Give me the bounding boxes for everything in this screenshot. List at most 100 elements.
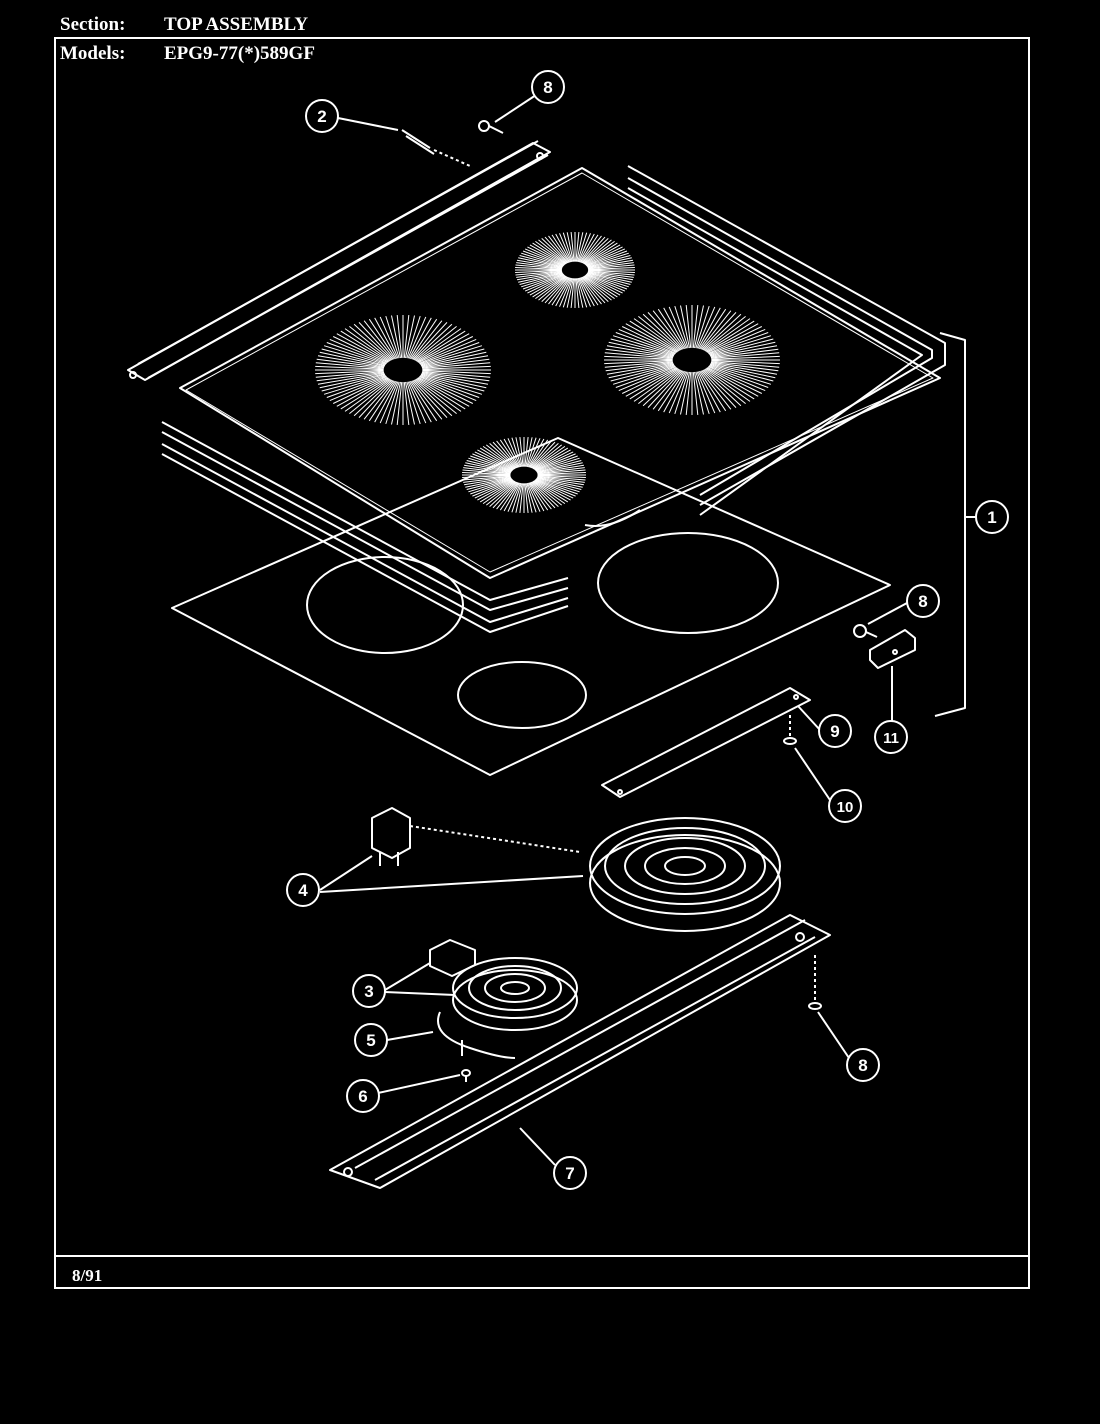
burst-ray — [336, 333, 389, 363]
screw-element — [461, 1069, 471, 1082]
burst-ray — [485, 444, 517, 469]
burst-ray — [465, 477, 512, 488]
burst-ray — [701, 370, 737, 408]
burst-ray — [329, 376, 388, 402]
burst-ray — [629, 320, 679, 352]
burst-ray — [344, 378, 391, 412]
burst-ray — [708, 365, 769, 388]
burst-ray — [562, 232, 573, 262]
burst-ray — [496, 482, 519, 510]
burst-ray — [474, 451, 514, 471]
burst-ray — [704, 318, 751, 352]
right-trim-rail — [627, 165, 946, 516]
burst-ray — [700, 310, 732, 350]
burst-ray — [586, 273, 629, 288]
burst-ray — [521, 252, 564, 267]
burst-ray — [379, 316, 399, 359]
burst-ray — [705, 368, 755, 400]
burst-ray — [515, 270, 562, 276]
burst-ray — [537, 467, 585, 474]
burst-ray — [585, 274, 623, 294]
burst-ray — [604, 355, 673, 360]
burst-ray — [621, 366, 677, 394]
burst-ray — [316, 371, 385, 382]
burst-ray — [587, 257, 632, 268]
burst-ray — [706, 323, 759, 353]
burst-ray — [612, 364, 675, 385]
burst-ray — [511, 437, 522, 467]
burst-ray — [663, 371, 687, 413]
burst-ray — [516, 271, 563, 281]
assembly-bracket-line — [934, 332, 966, 717]
burst-ray — [317, 372, 385, 385]
burst-ray — [562, 278, 573, 308]
burst-ray — [462, 469, 511, 475]
burst-ray — [532, 242, 566, 265]
burst-ray — [674, 371, 689, 415]
burst-ray — [482, 480, 516, 505]
burst-ray — [511, 483, 522, 513]
callout-label: 3 — [364, 982, 373, 1001]
callout-8: 8 — [846, 1048, 880, 1082]
burst-ray — [522, 273, 564, 290]
burst-ray — [587, 259, 634, 269]
burst-ray — [418, 338, 477, 364]
burst-ray — [515, 483, 523, 513]
burst-ray — [353, 323, 393, 361]
burst-ray — [584, 244, 621, 265]
burst-ray — [503, 482, 521, 512]
burst-ray — [349, 379, 392, 414]
burst-ray — [385, 315, 400, 359]
burst-ray — [529, 244, 566, 265]
burst-ray — [515, 437, 523, 467]
callout-label: 2 — [317, 107, 326, 126]
burst-ray — [532, 275, 566, 298]
burst-ray — [618, 366, 677, 392]
callout-10: 10 — [828, 789, 862, 823]
burst-ray — [527, 246, 565, 266]
burst-ray — [642, 369, 682, 407]
burst-ray — [411, 380, 443, 420]
burst-ray — [559, 277, 573, 307]
burst-ray — [531, 481, 559, 507]
burst-ray — [408, 317, 432, 359]
burst-ray — [406, 315, 421, 359]
burst-ray — [499, 482, 520, 511]
burst-ray — [421, 355, 489, 368]
burst-ray — [633, 368, 680, 402]
surface-element-small — [452, 957, 578, 1031]
burst-ray — [582, 239, 612, 264]
burst-ray — [524, 274, 565, 292]
burner-marking-left — [315, 315, 491, 425]
burst-ray — [582, 276, 612, 301]
burst-ray — [588, 264, 635, 270]
burst-ray — [695, 305, 710, 349]
burst-ray — [515, 264, 562, 270]
burst-ray — [533, 447, 569, 470]
footer-date: 8/91 — [72, 1266, 103, 1285]
burst-ray — [479, 447, 515, 470]
burst-ray — [326, 342, 387, 365]
burst-ray — [570, 232, 575, 262]
burst-ray — [516, 271, 563, 278]
burst-ray — [463, 476, 511, 483]
burst-ray — [587, 271, 634, 278]
burst-ray — [416, 330, 466, 362]
burst-ray — [321, 374, 386, 392]
burst-ray — [412, 380, 448, 418]
burst-ray — [534, 480, 571, 501]
burst-ray — [535, 240, 567, 265]
burst-ray — [358, 322, 394, 360]
burst-ray — [606, 345, 674, 358]
burst-ray — [418, 376, 477, 402]
burst-ray — [707, 328, 766, 354]
screw-channel — [808, 955, 822, 1010]
burst-ray — [316, 358, 385, 369]
burst-ray — [709, 364, 772, 385]
burst-ray — [580, 277, 602, 305]
burst-ray — [587, 262, 634, 269]
burst-ray — [414, 379, 457, 414]
burst-ray — [507, 482, 521, 512]
burst-ray — [489, 443, 517, 469]
